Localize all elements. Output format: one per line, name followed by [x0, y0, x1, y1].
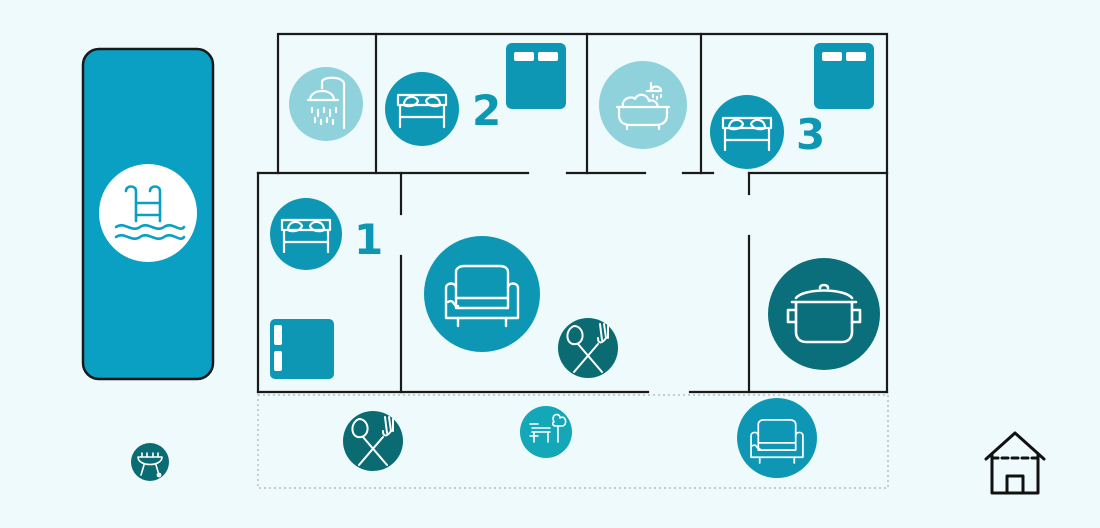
- bathroom: [599, 61, 687, 149]
- single-bed-icon: [270, 319, 334, 379]
- shower-room: [289, 67, 363, 141]
- bedroom-2: 2: [385, 43, 566, 146]
- barbecue: [131, 443, 169, 481]
- double-bed-icon: [506, 43, 566, 109]
- double-bed-icon: [814, 43, 874, 109]
- kitchen: [768, 258, 880, 370]
- house-icon: [984, 431, 1046, 495]
- pool: [81, 47, 215, 381]
- room-number-3: 3: [796, 110, 825, 159]
- terrace-outline: [257, 394, 889, 489]
- room-number-2: 2: [472, 86, 501, 135]
- bedroom-3: 3: [710, 43, 874, 169]
- room-number-1: 1: [354, 215, 383, 264]
- terrace: [343, 398, 817, 478]
- living-room: [424, 236, 618, 378]
- house-walls: [256, 32, 889, 394]
- bedroom-1: 1: [270, 198, 383, 379]
